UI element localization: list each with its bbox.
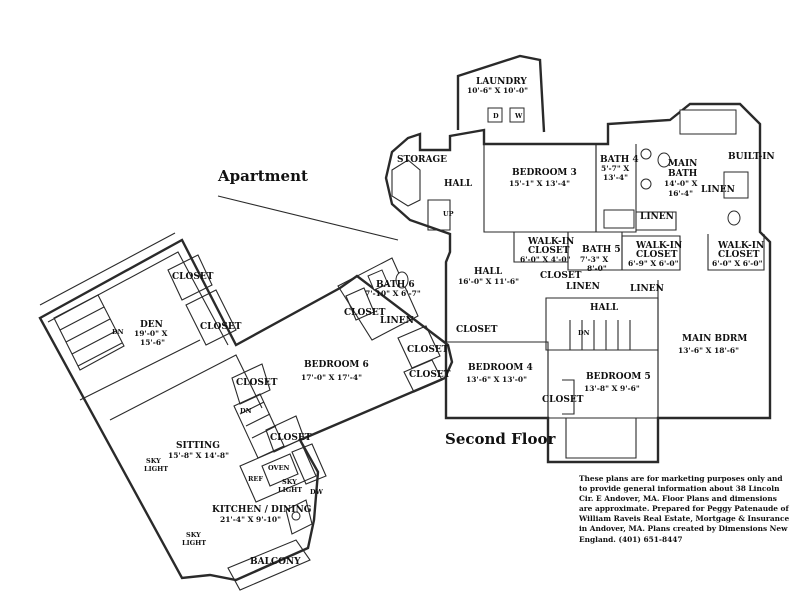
skylight-b-2: LIGHT <box>278 486 302 494</box>
bedroom3-label: BEDROOM 3 <box>512 168 577 178</box>
bedroom3-dims: 15'-1" X 13'-4" <box>509 179 570 188</box>
balcony-label: BALCONY <box>250 557 301 567</box>
bath4-dims2: 13'-4" <box>603 173 628 182</box>
bath4-label: BATH 4 <box>600 155 639 165</box>
walkin-right-label2: CLOSET <box>718 250 760 260</box>
dw-label: DW <box>310 488 324 496</box>
den-label: DEN <box>140 320 163 330</box>
closet-b6-label: CLOSET <box>344 308 386 318</box>
linen-right-label: LINEN <box>630 284 664 294</box>
closet-den-b-label: CLOSET <box>200 322 242 332</box>
main-bdrm-dims: 13'-6" X 18'-6" <box>678 346 739 355</box>
sitting-label: SITTING <box>176 441 220 451</box>
closet-b5-lower-label: CLOSET <box>542 395 584 405</box>
ref-label: REF <box>248 475 263 483</box>
walkin-left-label2: CLOSET <box>528 246 570 256</box>
bath5-dims1: 7'-3" X <box>580 255 608 264</box>
walkin-right-dims: 6'-0" X 6'-0" <box>712 259 763 268</box>
disclaimer-text: These plans are for marketing purposes o… <box>579 474 790 544</box>
hall-top-label: HALL <box>444 179 473 189</box>
bath5-dims2: 8'-0" <box>587 264 607 273</box>
walkin-left-label1: WALK-IN <box>527 237 574 247</box>
second-floor <box>384 54 772 464</box>
hall-lower-label: HALL <box>590 303 619 313</box>
up-label: UP <box>443 210 454 218</box>
dn-apt-label: DN <box>240 407 252 415</box>
laundry-label: LAUNDRY <box>476 77 527 87</box>
bath5-label: BATH 5 <box>582 245 621 255</box>
walkin-left-dims: 6'-0" X 4'-0" <box>520 255 571 264</box>
walkin-right-label1: WALK-IN <box>717 241 764 251</box>
built-in-label: BUILT-IN <box>728 152 775 162</box>
kitchen-dims: 21'-4" X 9'-10" <box>220 515 281 524</box>
main-bath-dims2: 16'-4" <box>668 189 693 198</box>
oven-label: OVEN <box>268 464 290 472</box>
second-floor-title: Second Floor <box>445 430 556 448</box>
titles: Apartment Second Floor <box>217 167 556 448</box>
bedroom6-dims: 17'-0" X 17'-4" <box>301 373 362 382</box>
linen-main-label: LINEN <box>701 185 735 195</box>
hall-center-label: HALL <box>474 267 503 277</box>
skylight-a-1: SKY <box>146 457 161 465</box>
main-bath-label2: BATH <box>668 169 698 179</box>
room-labels: LAUNDRY 10'-6" X 10'-0" D W BEDROOM 3 15… <box>112 77 775 567</box>
skylight-a-2: LIGHT <box>144 465 168 473</box>
hall-center-dims: 16'-0" X 11'-6" <box>458 277 519 286</box>
bedroom6-label: BEDROOM 6 <box>304 360 369 370</box>
apartment-wing <box>38 195 454 591</box>
closet-den-a-label: CLOSET <box>172 272 214 282</box>
den-dims2: 15'-6" <box>140 338 165 347</box>
dn-den-label: DN <box>112 328 124 336</box>
den-dims1: 19'-0" X <box>134 329 168 338</box>
bedroom5-label: BEDROOM 5 <box>586 372 651 382</box>
bath4-dims1: 5'-7" X <box>601 164 629 173</box>
walkin-mid-label2: CLOSET <box>636 250 678 260</box>
bath6-label: BATH 6 <box>376 280 415 290</box>
bath6-dims: 7'-10" X 6'-7" <box>365 289 421 298</box>
skylight-b-1: SKY <box>282 478 297 486</box>
sitting-dims: 15'-8" X 14'-8" <box>168 451 229 460</box>
skylight-c-2: LIGHT <box>182 539 206 547</box>
linen-mid-label: LINEN <box>640 212 674 222</box>
walkin-mid-label1: WALK-IN <box>635 241 682 251</box>
dn-lower-label: DN <box>578 329 590 337</box>
main-bath-dims1: 14'-0" X <box>664 179 698 188</box>
main-bath-label1: MAIN <box>668 159 697 169</box>
storage-label: STORAGE <box>397 155 447 165</box>
closet-b5-label: CLOSET <box>540 271 582 281</box>
closet-b6a-label: CLOSET <box>407 345 449 355</box>
closet-hall-label: CLOSET <box>456 325 498 335</box>
den-stair <box>53 294 125 371</box>
washer-label: W <box>514 112 523 120</box>
laundry-dims: 10'-6" X 10'-0" <box>467 86 528 95</box>
bedroom4-dims: 13'-6" X 13'-0" <box>466 375 527 384</box>
dryer-label: D <box>493 112 499 120</box>
apartment-title: Apartment <box>217 167 308 185</box>
main-bdrm-label: MAIN BDRM <box>682 334 747 344</box>
bedroom4-label: BEDROOM 4 <box>468 363 533 373</box>
closet-b6b-label: CLOSET <box>409 370 451 380</box>
kitchen-label: KITCHEN / DINING <box>212 505 311 515</box>
bedroom5-dims: 13'-8" X 9'-6" <box>584 384 640 393</box>
linen-b6-label: LINEN <box>380 316 414 326</box>
closet-apt-b-label: CLOSET <box>270 433 312 443</box>
walkin-mid-dims: 6'-9" X 6'-0" <box>628 259 679 268</box>
closet-apt-a-label: CLOSET <box>236 378 278 388</box>
linen-b5-label: LINEN <box>566 282 600 292</box>
skylight-c-1: SKY <box>186 531 201 539</box>
